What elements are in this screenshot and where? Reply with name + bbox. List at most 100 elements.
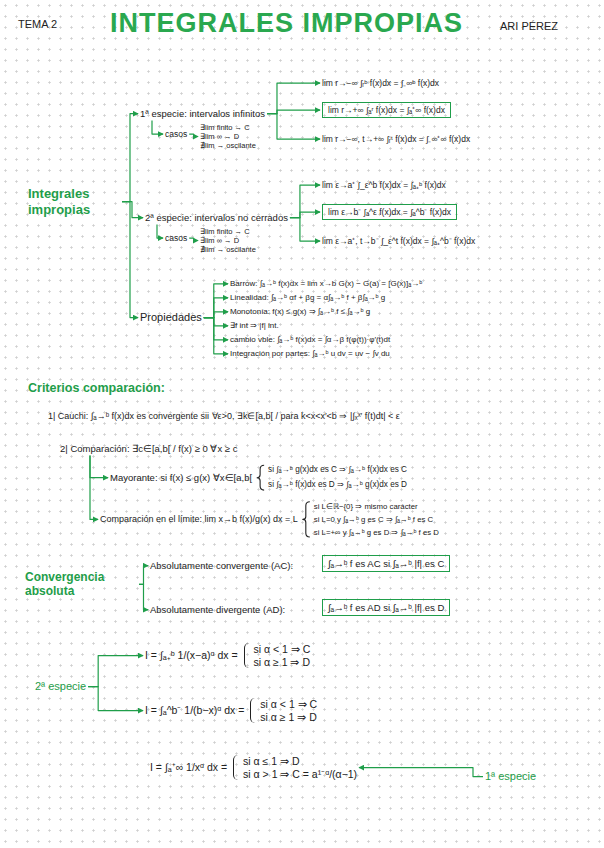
node-text: Convergencia absoluta xyxy=(25,570,137,599)
case-list: ∃lim finito → C∃lim ∞ → D∄lim → oscilant… xyxy=(200,123,256,150)
node-text: cambio vble: ∫ₐ→ᵇ f(x)dx = ∫α→β f(φ(t))·… xyxy=(230,335,390,345)
formula-box: ∫ₐ→ᵇ f es AD si ∫ₐ→ᵇ |f| es D xyxy=(322,599,450,616)
criterion-text: 2| Comparación: ∃c∈[a,b[ / f(x) ≥ 0 ∀x ≥… xyxy=(60,443,237,454)
connector-arrow xyxy=(90,455,98,519)
case-column: si α < 1 ⇒ Csi α ≥ 1 ⇒ D xyxy=(260,698,317,723)
property-text: ∃f int ⇒ |f| int. xyxy=(230,321,279,331)
node-text: Absolutamente divergente (AD): xyxy=(150,604,285,615)
case-brace xyxy=(233,755,238,780)
node-text: 2| Comparación: ∃c∈[a,b[ / f(x) ≥ 0 ∀x ≥… xyxy=(60,443,237,454)
connector-arrow xyxy=(139,566,148,585)
node-text: ∃lim finito → C xyxy=(200,123,256,132)
connector-arrow xyxy=(122,202,143,218)
node-text: Linealidad: ∫ₐ→ᵇ αf + βg = α∫ₐ→ᵇ f + β∫ₐ… xyxy=(230,293,385,303)
connector-arrow xyxy=(189,134,198,136)
integral-cases: I = ∫ₐ₊ᵇ 1/(x−a)ᵅ dx = si α < 1 ⇒ Csi α ≥… xyxy=(145,643,310,668)
node-text: Mayorante: si f(x) ≤ g(x) ∀x∈[a,b[ xyxy=(110,472,252,483)
connector-arrow xyxy=(204,284,228,318)
connector-arrow xyxy=(90,455,108,477)
formula-box: lim ε→b⁻ ∫ₐ^ε f(x)dx = ∫ₐ^b⁻ f(x)dx xyxy=(322,204,457,220)
branch-text: Propiedades xyxy=(140,311,202,324)
integral-cases: I = ∫ₐ^b⁻ 1/(b−x)ᵅ dx = si α < 1 ⇒ Csi α … xyxy=(145,698,317,723)
author-name: ARI PÉREZ xyxy=(500,20,558,33)
integral-formula: I = ∫ₐ₊ᵇ 1/(x−a)ᵅ dx = xyxy=(145,649,238,662)
node-text: Monotonía: f(x) ≤ g(x) ⇒ ∫ₐ→ᵇ f ≤ ∫ₐ→ᵇ g xyxy=(230,307,370,317)
connector-arrow xyxy=(204,318,228,326)
case-text: si α ≤ 1 ⇒ D xyxy=(243,755,357,768)
node-text: casos xyxy=(165,129,187,139)
node-text: 1ª especie xyxy=(485,770,536,783)
node-text: lim ε→b⁻ ∫ₐ^ε f(x)dx = ∫ₐ^b⁻ f(x)dx xyxy=(328,207,451,217)
connector-arrow xyxy=(204,312,228,318)
connector-arrow xyxy=(204,298,228,318)
branch-text: Absolutamente convergente (AC): xyxy=(150,560,293,571)
integral-cases: I = ∫ₐ⁺∞ 1/xᵅ dx =si α ≤ 1 ⇒ Dsi α > 1 ⇒… xyxy=(150,755,357,780)
page-title: INTEGRALES IMPROPIAS xyxy=(110,8,463,39)
section-heading: Criterios comparación: xyxy=(28,381,165,396)
integral-formula: I = ∫ₐ^b⁻ 1/(b−x)ᵅ dx = xyxy=(145,704,244,717)
node-text: Absolutamente convergente (AC): xyxy=(150,560,293,571)
formula-box: ∫ₐ→ᵇ f es AC si ∫ₐ→ᵇ |f| es C xyxy=(322,555,450,572)
formula-text: lim ε→a⁺, t→b⁻ ∫_ε^t f(x)dx = ∫ₐ₊^b⁻ f(x… xyxy=(322,236,475,246)
branch-text: casos xyxy=(165,129,187,139)
node-text: Integración por partes: ∫ₐ→ᵇ u dv = uv −… xyxy=(230,349,390,359)
case-text: si L=+∞ y ∫ₐ→ᵇ g es D ⇒ ∫ₐ→ᵇ f es D xyxy=(314,528,439,537)
node-text: ∫ₐ→ᵇ f es AC si ∫ₐ→ᵇ |f| es C xyxy=(328,558,444,569)
case-text: si L=0 y ∫ₐ→ᵇ g es C ⇒ ∫ₐ→ᵇ f es C xyxy=(314,515,433,524)
case-brace xyxy=(244,643,249,668)
case-text: si α ≥ 1 ⇒ D xyxy=(254,656,311,669)
node-text: casos xyxy=(165,233,187,243)
node-text: ∫ₐ→ᵇ f es AD si ∫ₐ→ᵇ |f| es D xyxy=(328,602,444,613)
node-text: ∃lim finito → C xyxy=(200,227,256,236)
formula-text: lim r→−∞ ∫ᵣᵇ f(x)dx = ∫₋∞ᵇ f(x)dx xyxy=(322,78,439,88)
node-text: ∄lim → oscilante xyxy=(200,245,256,254)
property-text: Linealidad: ∫ₐ→ᵇ αf + βg = α∫ₐ→ᵇ f + β∫ₐ… xyxy=(230,293,385,303)
branch-text: Absolutamente divergente (AD): xyxy=(150,604,285,615)
node-text: Comparación en el límite: lim x→b f(x)/g… xyxy=(100,514,298,525)
criterion-text: 1| Cauchi: ∫ₐ→ᵇ f(x)dx es convergente si… xyxy=(48,411,593,422)
curly-brace xyxy=(303,502,310,537)
connector-arrow xyxy=(359,768,483,777)
branch-text: 2ª especie: intervalos no cerrados xyxy=(145,212,288,223)
node-text: 1ª especie: intervalos infinitos xyxy=(140,108,265,119)
node-text: lim r→+∞ ∫ₐʳ f(x)dx = ∫ₐ⁺∞ f(x)dx xyxy=(328,105,445,115)
case-text: si α > 1 ⇒ C = a¹⁻ᵅ/(α−1) xyxy=(243,768,357,781)
side-note: 1ª especie xyxy=(485,770,536,783)
node-text: 2ª especie xyxy=(35,680,86,693)
property-text: Barrow: ∫ₐ→ᵇ f(x)dx = lim x→b G(x) − G(a… xyxy=(230,279,422,289)
case-text: si ∫ₐ→ᵇ g(x)dx es C ⇒ ∫ₐ→ᵇ f(x)dx es C xyxy=(268,465,407,475)
connector-arrow xyxy=(204,318,228,340)
case-text: si L∈ℝ−{0} ⇒ mismo carácter xyxy=(314,502,418,511)
formula-box: lim r→+∞ ∫ₐʳ f(x)dx = ∫ₐ⁺∞ f(x)dx xyxy=(322,102,451,118)
header-text: TEMA 2 xyxy=(18,18,57,31)
criterion-text: Mayorante: si f(x) ≤ g(x) ∀x∈[a,b[ xyxy=(110,472,252,483)
connector-arrow xyxy=(88,687,143,711)
node-text: ∃f int ⇒ |f| int. xyxy=(230,321,279,331)
connector-arrow xyxy=(290,218,320,241)
node-text: lim ε→a⁺, t→b⁻ ∫_ε^t f(x)dx = ∫ₐ₊^b⁻ f(x… xyxy=(322,236,475,246)
case-column: si α < 1 ⇒ Csi α ≥ 1 ⇒ D xyxy=(254,643,311,668)
connector-arrow xyxy=(290,212,320,218)
node-text: lim r→−∞ ∫ᵣᵇ f(x)dx = ∫₋∞ᵇ f(x)dx xyxy=(322,78,439,88)
node-text: 2ª especie: intervalos no cerrados xyxy=(145,212,288,223)
connector-arrow xyxy=(189,238,198,240)
case-text: si α < 1 ⇒ C xyxy=(254,643,311,656)
connector-arrow xyxy=(122,202,138,318)
property-text: Monotonía: f(x) ≤ g(x) ⇒ ∫ₐ→ᵇ f ≤ ∫ₐ→ᵇ g xyxy=(230,307,370,317)
node-text: Barrow: ∫ₐ→ᵇ f(x)dx = lim x→b G(x) − G(a… xyxy=(230,279,422,289)
connector-arrow xyxy=(290,185,320,218)
connector-arrow xyxy=(139,584,148,609)
side-note: 2ª especie xyxy=(35,680,86,693)
connector-arrow xyxy=(204,318,228,354)
property-text: Integración por partes: ∫ₐ→ᵇ u dv = uv −… xyxy=(230,349,390,359)
curly-brace xyxy=(257,465,264,490)
node-text: ∄lim → oscilante xyxy=(200,141,256,150)
connector-arrow xyxy=(152,120,163,134)
connector-arrow xyxy=(267,114,320,139)
connector-arrow xyxy=(88,656,143,687)
criterion-text: Comparación en el límite: lim x→b f(x)/g… xyxy=(100,514,298,525)
node-text: Integrales impropias xyxy=(28,186,120,217)
property-text: cambio vble: ∫ₐ→ᵇ f(x)dx = ∫α→β f(φ(t))·… xyxy=(230,335,390,345)
branch-text: 1ª especie: intervalos infinitos xyxy=(140,108,265,119)
